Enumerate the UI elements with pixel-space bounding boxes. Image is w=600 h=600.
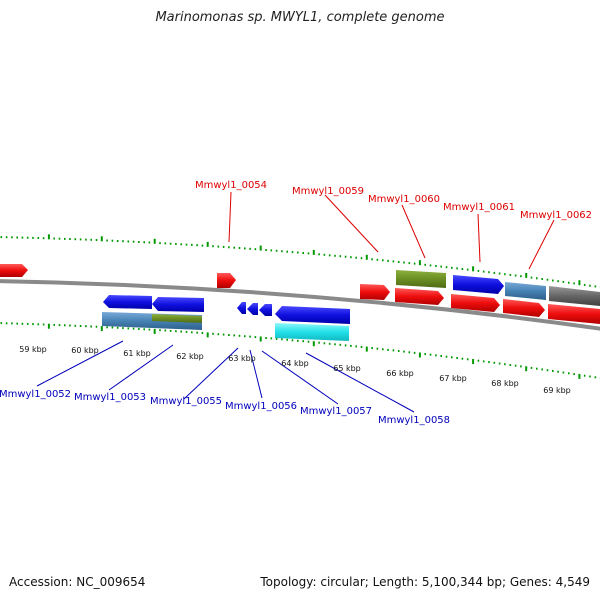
scale-label: 60 kbp [71, 346, 99, 355]
gene-label[interactable]: Mmwyl1_0052 [0, 389, 71, 400]
gene-feature[interactable] [103, 295, 152, 309]
gene-feature[interactable] [360, 284, 390, 300]
gene-feature[interactable] [0, 264, 28, 277]
gene-label[interactable]: Mmwyl1_0061 [443, 202, 515, 213]
outer-scale-ticks [0, 234, 600, 289]
forward-gene-labels: Mmwyl1_0054 Mmwyl1_0059 Mmwyl1_0060 Mmwy… [195, 180, 592, 221]
gene-label[interactable]: Mmwyl1_0054 [195, 180, 267, 191]
gene-feature[interactable] [451, 294, 500, 312]
misc-feature[interactable] [275, 323, 349, 341]
scale-label: 59 kbp [19, 345, 47, 354]
scale-label: 66 kbp [386, 369, 414, 378]
topology-summary: Topology: circular; Length: 5,100,344 bp… [260, 575, 590, 589]
gene-label[interactable]: Mmwyl1_0058 [378, 415, 450, 426]
scale-label: 69 kbp [543, 386, 571, 395]
rna-feature[interactable] [396, 270, 446, 288]
gene-feature[interactable] [548, 304, 600, 324]
genome-backbone [0, 279, 600, 331]
gene-label[interactable]: Mmwyl1_0062 [520, 210, 592, 221]
gene-feature[interactable] [152, 297, 204, 312]
gene-label[interactable]: Mmwyl1_0059 [292, 186, 364, 197]
gene-feature[interactable] [217, 273, 236, 288]
gene-feature[interactable] [275, 306, 350, 324]
scale-label: 64 kbp [281, 359, 309, 368]
scale-labels: 59 kbp 60 kbp 61 kbp 62 kbp 63 kbp 64 kb… [19, 345, 571, 395]
reverse-label-leaders [36, 340, 415, 413]
scale-label: 67 kbp [439, 374, 467, 383]
scale-label: 63 kbp [228, 354, 256, 363]
gene-label[interactable]: Mmwyl1_0053 [74, 392, 146, 403]
gene-label[interactable]: Mmwyl1_0055 [150, 396, 222, 407]
gene-feature[interactable] [237, 302, 246, 314]
scale-label: 68 kbp [491, 379, 519, 388]
misc-feature[interactable] [505, 282, 546, 300]
forward-label-leaders [228, 191, 555, 270]
map-title: Marinomonas sp. MWYL1, complete genome [155, 10, 445, 25]
gene-feature[interactable] [395, 288, 444, 305]
reverse-gene-labels: Mmwyl1_0052 Mmwyl1_0053 Mmwyl1_0055 Mmwy… [0, 389, 450, 426]
scale-label: 61 kbp [123, 349, 151, 358]
gene-feature[interactable] [247, 303, 258, 315]
gene-label[interactable]: Mmwyl1_0056 [225, 401, 297, 412]
rna-feature[interactable] [152, 314, 202, 323]
scale-label: 62 kbp [176, 352, 204, 361]
inner-scale-ticks [0, 322, 600, 380]
accession-text: Accession: NC_009654 [9, 575, 146, 589]
gene-feature[interactable] [453, 275, 504, 294]
gene-feature[interactable] [503, 299, 545, 317]
gene-label[interactable]: Mmwyl1_0060 [368, 194, 440, 205]
misc-feature[interactable] [549, 286, 600, 306]
scale-label: 65 kbp [333, 364, 361, 373]
gene-feature[interactable] [259, 304, 272, 316]
gene-label[interactable]: Mmwyl1_0057 [300, 406, 372, 417]
